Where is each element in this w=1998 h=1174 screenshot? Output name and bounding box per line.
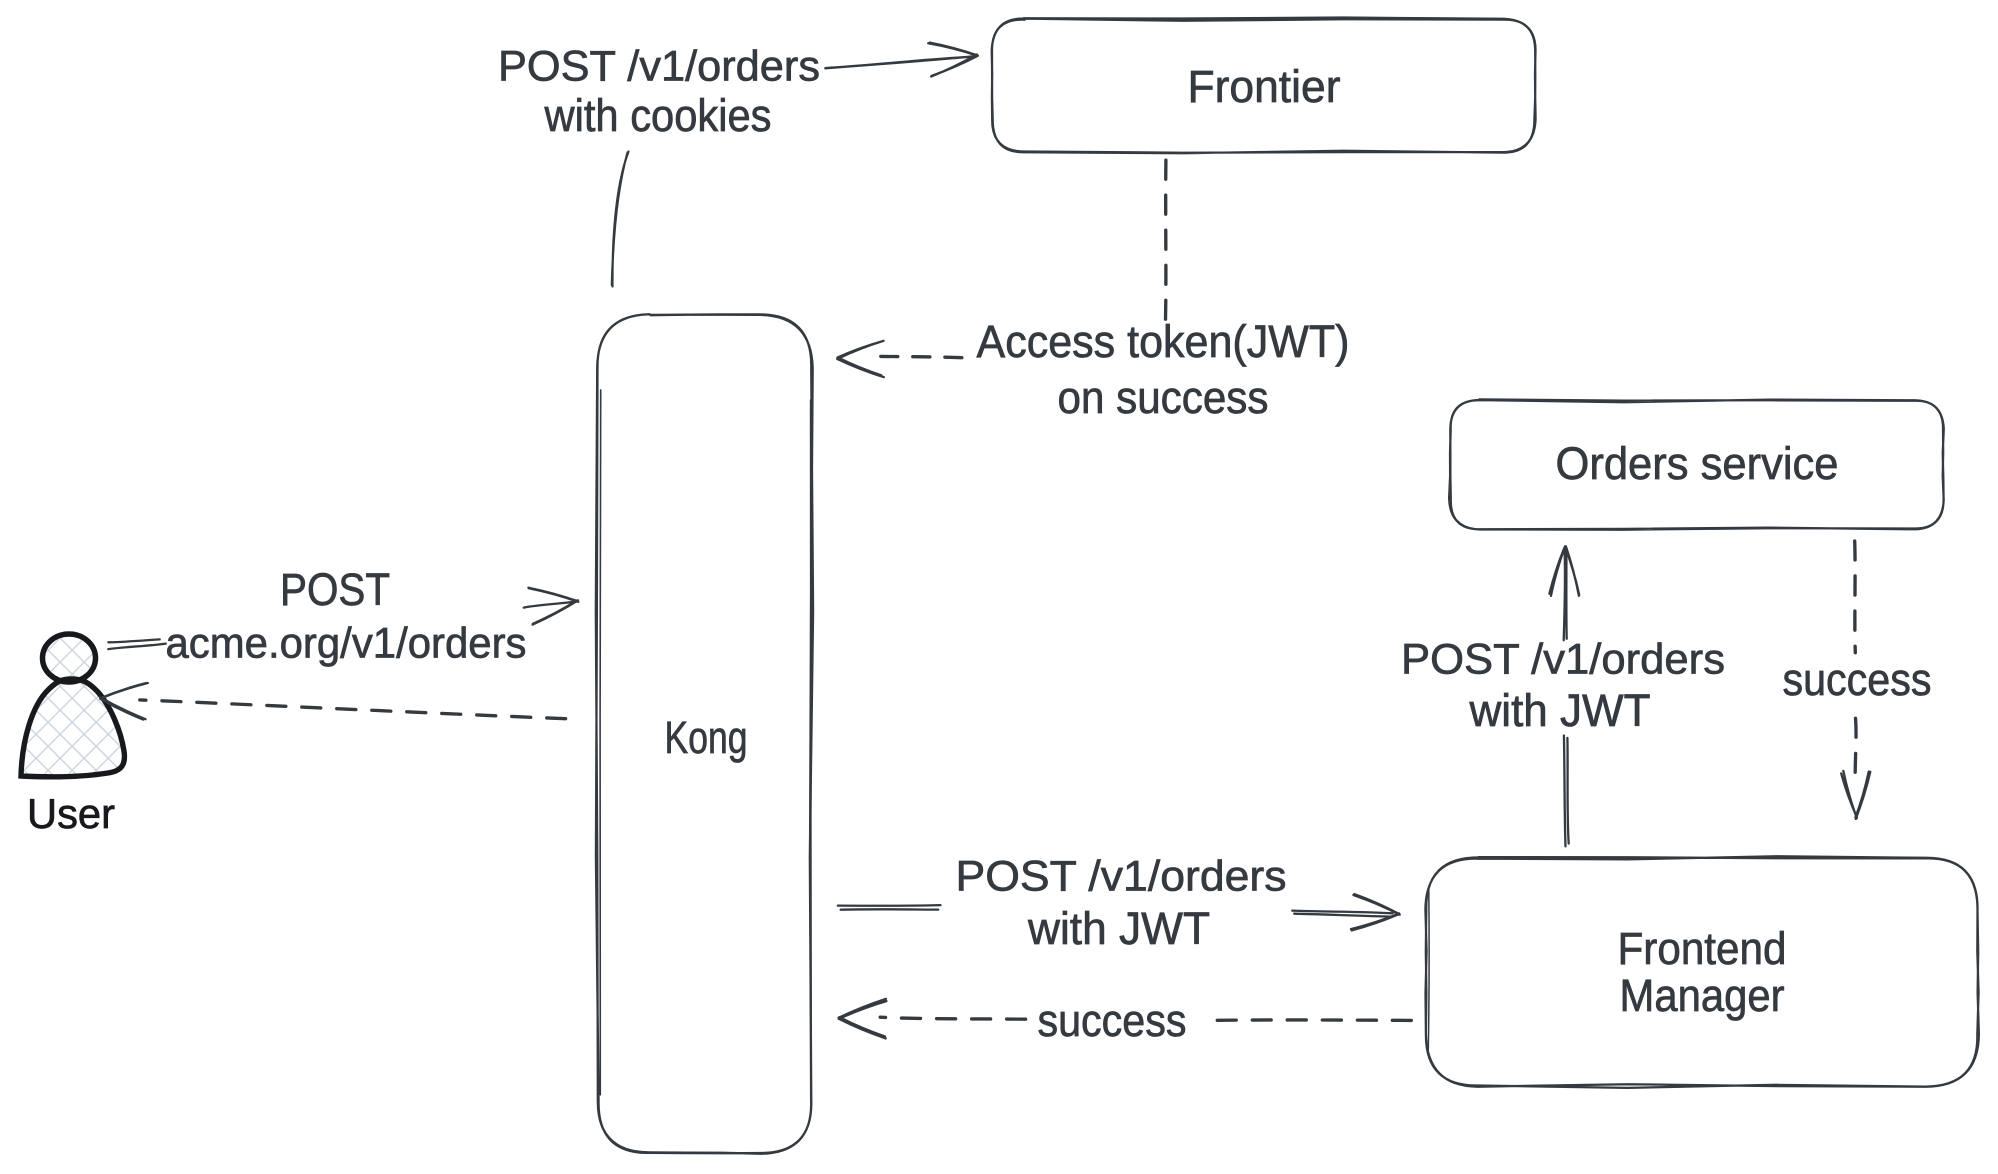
svg-text:POST /v1/orders: POST /v1/orders — [1401, 635, 1725, 683]
svg-text:success: success — [1038, 995, 1187, 1046]
svg-text:Manager: Manager — [1620, 970, 1785, 1021]
svg-text:on success: on success — [1058, 372, 1269, 423]
svg-text:with cookies: with cookies — [544, 90, 772, 141]
svg-text:with JWT: with JWT — [1027, 903, 1210, 954]
svg-text:Frontend: Frontend — [1618, 923, 1787, 974]
svg-text:POST /v1/orders: POST /v1/orders — [956, 852, 1287, 900]
svg-text:POST: POST — [280, 564, 390, 615]
svg-text:POST /v1/orders: POST /v1/orders — [498, 42, 820, 90]
svg-text:Frontier: Frontier — [1188, 61, 1341, 112]
svg-text:Kong: Kong — [665, 712, 748, 763]
svg-text:with JWT: with JWT — [1469, 685, 1651, 736]
svg-text:Orders service: Orders service — [1556, 438, 1839, 489]
svg-text:Access token(JWT): Access token(JWT) — [977, 316, 1350, 367]
svg-text:success: success — [1783, 654, 1932, 705]
svg-text:acme.org/v1/orders: acme.org/v1/orders — [166, 619, 527, 667]
svg-text:User: User — [27, 790, 115, 837]
